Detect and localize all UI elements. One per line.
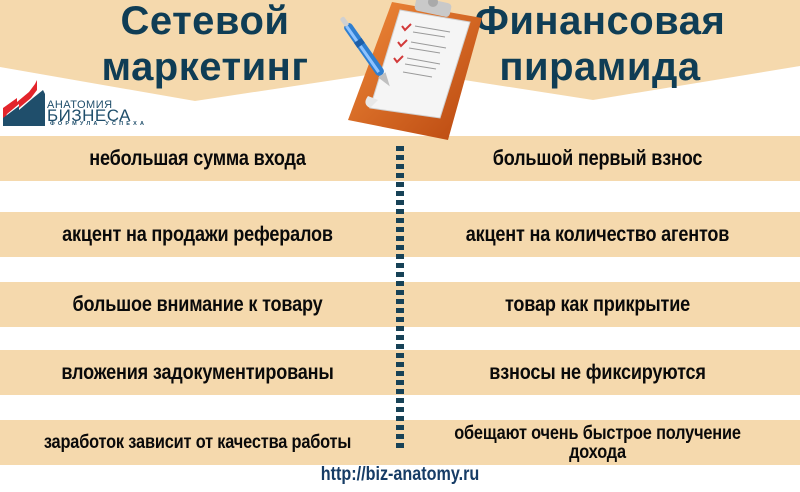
business-anatomy-logo-icon xyxy=(3,80,45,126)
network-marketing-title: Сетевой маркетинг xyxy=(55,0,355,90)
logo-text-business: БИЗНЕСА xyxy=(47,106,132,125)
dotted-divider xyxy=(396,146,404,452)
logo-text-anatomy: АНАТОМИЯ xyxy=(47,99,113,111)
financial-pyramid-point: большой первый взнос xyxy=(492,146,703,170)
header-background xyxy=(0,0,800,101)
financial-pyramid-point: обещают очень быстрое получение дохода xyxy=(454,422,741,463)
financial-pyramid-point: взносы не фиксируются xyxy=(489,360,706,384)
logo-text-slogan: ФОРМУЛА УСПЕХА xyxy=(50,121,148,127)
title-line: Финансовая xyxy=(474,0,726,43)
financial-pyramid-point: товар как прикрытие xyxy=(504,292,691,316)
network-marketing-point: вложения задокументированы xyxy=(61,360,334,384)
site-url-link[interactable]: http://biz-anatomy.ru xyxy=(320,464,480,485)
network-marketing-point: небольшая сумма входа xyxy=(89,146,306,170)
network-marketing-point: заработок зависит от качества работы xyxy=(43,432,352,453)
network-marketing-point: акцент на продажи рефералов xyxy=(62,222,333,246)
title-line: Сетевой xyxy=(120,0,290,43)
title-line: пирамида xyxy=(499,45,701,89)
clipboard-checklist-icon xyxy=(340,0,482,140)
title-line: маркетинг xyxy=(101,45,309,89)
financial-pyramid-point: акцент на количество агентов xyxy=(465,222,730,246)
network-marketing-point: большое внимание к товару xyxy=(72,292,323,316)
financial-pyramid-title: Финансовая пирамида xyxy=(440,0,760,90)
